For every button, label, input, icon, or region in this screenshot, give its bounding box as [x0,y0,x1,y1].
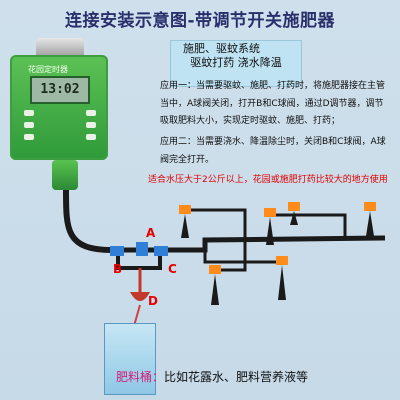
valve-c [154,246,168,256]
system-box-line2: 驱蚊打药 浇水降温 [190,56,282,69]
timer-label: 花园定时器 [28,65,68,74]
valve-a [136,242,148,256]
valve-b [110,246,124,256]
bucket-caption: 肥料桶：比如花露水、肥料营养液等 [116,368,308,385]
label-c: C [168,262,177,276]
timer-outlet [52,160,78,190]
branch-pipe [185,208,247,240]
system-box: 施肥、驱蚊系统 驱蚊打药 浇水降温 [170,40,302,87]
timer-button [86,110,96,116]
timer-display: 13:02 [30,76,90,104]
dripper-stake [288,202,300,225]
dripper-stake [179,205,191,238]
branch-pipe [270,213,347,238]
application-one-text: 应用一：当需要驱蚊、施肥、打药时，将施肥器接在主管当中，A球阀关闭，打开B和C球… [160,81,386,126]
label-b: B [113,262,123,276]
bucket-caption-prefix: 肥料桶： [116,370,165,384]
fertilizer-bucket [104,323,156,395]
timer-button [24,134,34,140]
faucet-connector [36,38,84,58]
main-hose [63,189,113,253]
timer-button [86,122,96,128]
timer-button [24,122,34,128]
timer-button [86,134,96,140]
label-a: A [146,226,156,240]
bucket-caption-text: 比如花露水、肥料营养液等 [164,370,309,384]
system-box-line1: 施肥、驱蚊系统 [183,42,260,55]
garden-timer [10,55,108,160]
branch-pipe [215,240,247,272]
branch-pipe [203,240,282,264]
application-two-text: 应用二：当需要浇水、降温除尘时，关闭B和C球阀，A球阀完全打开。 [160,137,386,165]
dripper-stake [209,265,221,305]
pressure-warning: 适合水压大于2公斤以上，花园或施肥打药比较大的地方使用 [148,175,388,185]
timer-button [24,110,34,116]
label-d: D [148,294,158,308]
dripper-stake [264,208,276,245]
dripper-stake [276,256,288,300]
dripper-stake [364,202,376,236]
regulator-d [130,292,150,301]
page-title: 连接安装示意图-带调节开关施肥器 [64,11,336,31]
